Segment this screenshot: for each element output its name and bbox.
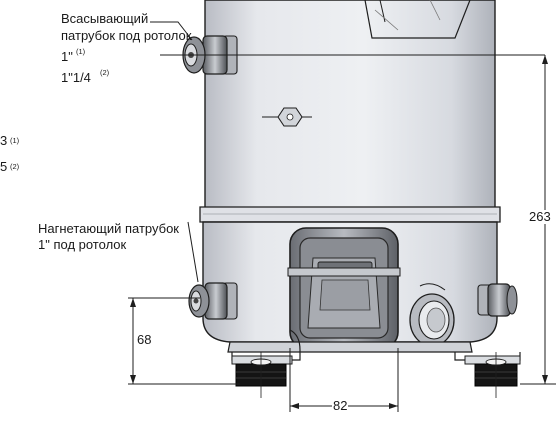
dimension-height-68 xyxy=(128,297,240,385)
left-cut-value-1: 3 xyxy=(0,133,8,148)
discharge-label-line2: 1" под ротолок xyxy=(38,237,127,252)
left-cut-note-1: (1) xyxy=(10,136,20,145)
left-cut-note-2: (2) xyxy=(10,162,20,171)
suction-label-line1: Всасывающий xyxy=(61,11,149,26)
oil-sight-fitting xyxy=(262,107,312,127)
suction-size-1: 1" xyxy=(61,49,73,64)
discharge-label-line1: Нагнетающий патрубок xyxy=(38,221,179,236)
callout-leaders xyxy=(150,21,545,283)
oil-equalization-fitting xyxy=(477,283,518,317)
dimension-label-82: 82 xyxy=(332,398,349,413)
suction-label-line2: патрубок под ротолок xyxy=(61,28,192,43)
suction-size-2-note: (2) xyxy=(100,68,110,77)
discharge-fitting xyxy=(188,282,238,320)
suction-size-2: 1"1/4 xyxy=(61,70,91,85)
terminal-box xyxy=(287,227,401,349)
dimension-label-263: 263 xyxy=(528,209,552,224)
left-cut-value-2: 5 xyxy=(0,159,8,174)
sight-glass xyxy=(409,283,455,347)
suction-size-1-note: (1) xyxy=(76,47,86,56)
centerlines xyxy=(260,352,497,398)
dimension-label-68: 68 xyxy=(136,332,153,347)
